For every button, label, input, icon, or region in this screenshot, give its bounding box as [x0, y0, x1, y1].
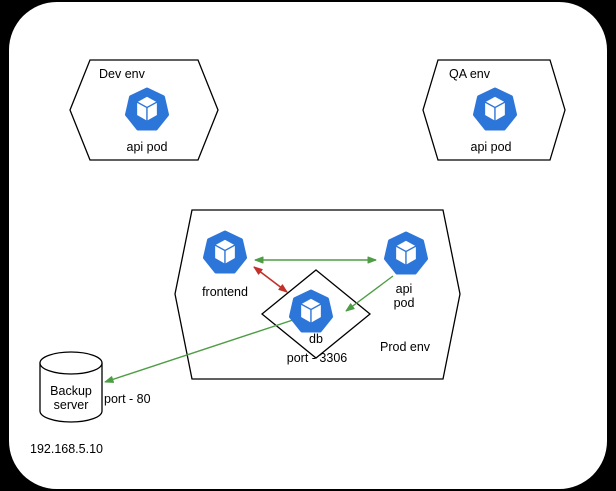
- qa-env-label: QA env: [449, 67, 490, 81]
- qa-pod-label: api pod: [470, 140, 512, 154]
- connector-api-to-db[interactable]: [345, 275, 394, 312]
- qa-api-pod-icon[interactable]: [473, 87, 517, 131]
- backup-port-label: port - 80: [104, 392, 151, 406]
- dev-api-pod-icon[interactable]: [125, 87, 169, 131]
- dev-pod-label: api pod: [126, 140, 168, 154]
- prod-frontend-pod-icon[interactable]: [203, 230, 247, 274]
- qa-env-hexagon[interactable]: [422, 59, 566, 161]
- prod-api-pod-label-line1: api: [395, 282, 413, 296]
- db-pod-label: db: [309, 332, 323, 346]
- prod-api-pod-label: api pod: [393, 282, 415, 310]
- backup-server-label-line1: Backup: [50, 384, 92, 398]
- connector-frontend-db[interactable]: [253, 266, 288, 293]
- backup-server-cylinder[interactable]: [39, 351, 103, 423]
- diagram-canvas: [9, 2, 607, 489]
- backup-server-label: Backup server: [50, 384, 92, 412]
- connector-db-to-backup[interactable]: [104, 315, 306, 383]
- db-diamond[interactable]: [260, 269, 372, 359]
- backup-server-label-line2: server: [53, 397, 89, 412]
- prod-db-pod-icon[interactable]: [289, 289, 333, 333]
- backup-ip-label: 192.168.5.10: [30, 442, 103, 456]
- prod-api-pod-label-line2: pod: [393, 295, 415, 310]
- dev-env-label: Dev env: [99, 67, 145, 81]
- prod-env-hexagon[interactable]: [174, 209, 461, 380]
- db-port-label: port - 3306: [286, 351, 348, 365]
- prod-env-label: Prod env: [380, 340, 431, 354]
- dev-env-hexagon[interactable]: [69, 59, 219, 161]
- prod-api-pod-icon[interactable]: [384, 231, 428, 275]
- frontend-pod-label: frontend: [202, 285, 248, 299]
